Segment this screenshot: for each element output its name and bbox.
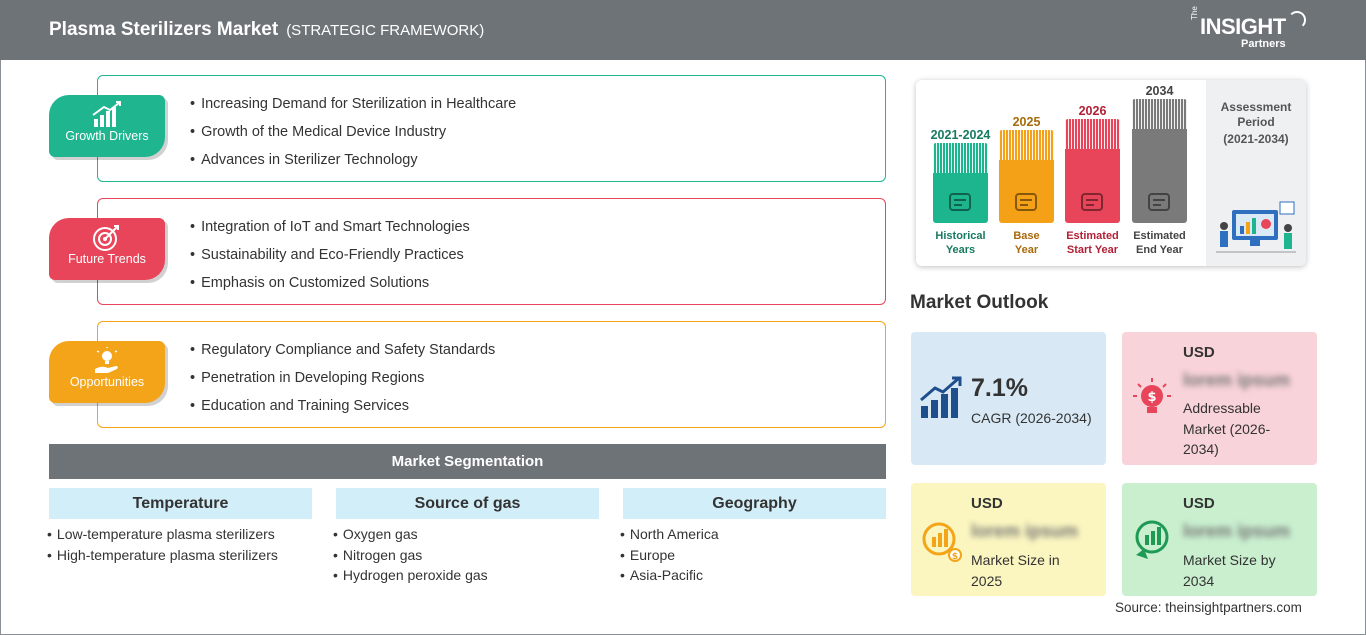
svg-text:$: $ (952, 552, 958, 562)
market-segmentation-bar: Market Segmentation (49, 444, 886, 479)
addressable-value: lorem ipsum (1183, 370, 1291, 390)
badge-label: Growth Drivers (65, 129, 149, 143)
list-item: Low-temperature plasma sterilizers (47, 524, 278, 545)
badge-label: Future Trends (68, 252, 146, 266)
list-item: Penetration in Developing Regions (190, 368, 495, 396)
list-item: Oxygen gas (333, 524, 488, 545)
list-item: Asia-Pacific (620, 565, 719, 586)
future-trends-box: Integration of IoT and Smart Technologie… (97, 198, 886, 305)
timeline-year-1: 2021-2024 (930, 128, 991, 142)
timeline-year-4: 2034 (1145, 84, 1174, 98)
list-item: Regulatory Compliance and Safety Standar… (190, 340, 495, 368)
list-item: North America (620, 524, 719, 545)
segment-list-geography: North America Europe Asia-Pacific (620, 524, 719, 586)
badge-label: Opportunities (69, 375, 145, 389)
svg-text:$: $ (1147, 390, 1156, 405)
size-2034-value: lorem ipsum (1183, 521, 1291, 541)
size-2025-value: lorem ipsum (971, 521, 1079, 541)
list-item: Integration of IoT and Smart Technologie… (190, 217, 470, 245)
timeline-bar-4 (1132, 99, 1187, 223)
list-item: Hydrogen peroxide gas (333, 565, 488, 586)
cagr-label: CAGR (2026-2034) (971, 410, 1092, 426)
target-icon (93, 225, 119, 251)
segment-list-source-of-gas: Oxygen gas Nitrogen gas Hydrogen peroxid… (333, 524, 488, 586)
logo-arc-icon (1288, 11, 1306, 29)
bar-chart-up-icon (92, 101, 121, 127)
segment-heading-source-of-gas: Source of gas (336, 488, 599, 519)
lightbulb-dollar-icon: $ (1133, 378, 1171, 413)
size-2034-usd: USD (1183, 495, 1215, 512)
presentation-icon (1081, 193, 1103, 211)
list-item: Advances in Sterilizer Technology (190, 150, 516, 178)
list-item: Nitrogen gas (333, 545, 488, 566)
cagr-card: 7.1% CAGR (2026-2034) (911, 332, 1106, 465)
growth-chart-icon (920, 376, 962, 418)
growth-drivers-box: Increasing Demand for Sterilization in H… (97, 75, 886, 182)
future-trends-badge: Future Trends (49, 218, 165, 280)
source-note: Source: theinsightpartners.com (1115, 600, 1302, 615)
logo-insight: INSIGHT (1200, 14, 1286, 39)
logo-partners: Partners (1241, 38, 1286, 50)
segment-heading-geography: Geography (623, 488, 886, 519)
list-item: Education and Training Services (190, 396, 495, 424)
calendar-icon (1015, 193, 1037, 211)
money-growth-icon (1135, 520, 1169, 559)
opportunities-box: Regulatory Compliance and Safety Standar… (97, 321, 886, 428)
header-bar: Plasma Sterilizers Market(STRATEGIC FRAM… (0, 0, 1366, 60)
page-title: Plasma Sterilizers Market(STRATEGIC FRAM… (49, 19, 485, 40)
assessment-period: (2021-2034) (1223, 132, 1289, 146)
timeline-year-2: 2025 (1012, 115, 1041, 129)
addressable-usd: USD (1183, 344, 1215, 361)
opportunities-badge: Opportunities (49, 341, 165, 403)
analytics-people-icon (1216, 201, 1296, 253)
growth-drivers-badge: Growth Drivers (49, 95, 165, 157)
lightbulb-hand-icon (95, 347, 118, 373)
list-item: Growth of the Medical Device Industry (190, 122, 516, 150)
money-growth-icon: $ (922, 522, 962, 562)
logo-the: The (1190, 6, 1199, 20)
page-subtitle: (STRATEGIC FRAMEWORK) (286, 22, 485, 39)
market-outlook-title: Market Outlook (910, 292, 1049, 313)
cagr-value: 7.1% (971, 374, 1028, 402)
timeline-year-3: 2026 (1078, 104, 1107, 118)
list-item: Increasing Demand for Sterilization in H… (190, 94, 516, 122)
list-item: Emphasis on Customized Solutions (190, 273, 470, 301)
timeline-bar-3 (1065, 119, 1120, 223)
segment-heading-temperature: Temperature (49, 488, 312, 519)
insight-partners-logo: The INSIGHT Partners (1190, 6, 1310, 54)
history-icon (949, 193, 971, 211)
timeline-bar-1 (933, 143, 988, 223)
size-2025-usd: USD (971, 495, 1003, 512)
timeline-bar-2 (999, 130, 1054, 223)
monitor-icon (1148, 193, 1170, 211)
list-item: High-temperature plasma sterilizers (47, 545, 278, 566)
segment-list-temperature: Low-temperature plasma sterilizers High-… (47, 524, 278, 565)
list-item: Europe (620, 545, 719, 566)
list-item: Sustainability and Eco-Friendly Practice… (190, 245, 470, 273)
